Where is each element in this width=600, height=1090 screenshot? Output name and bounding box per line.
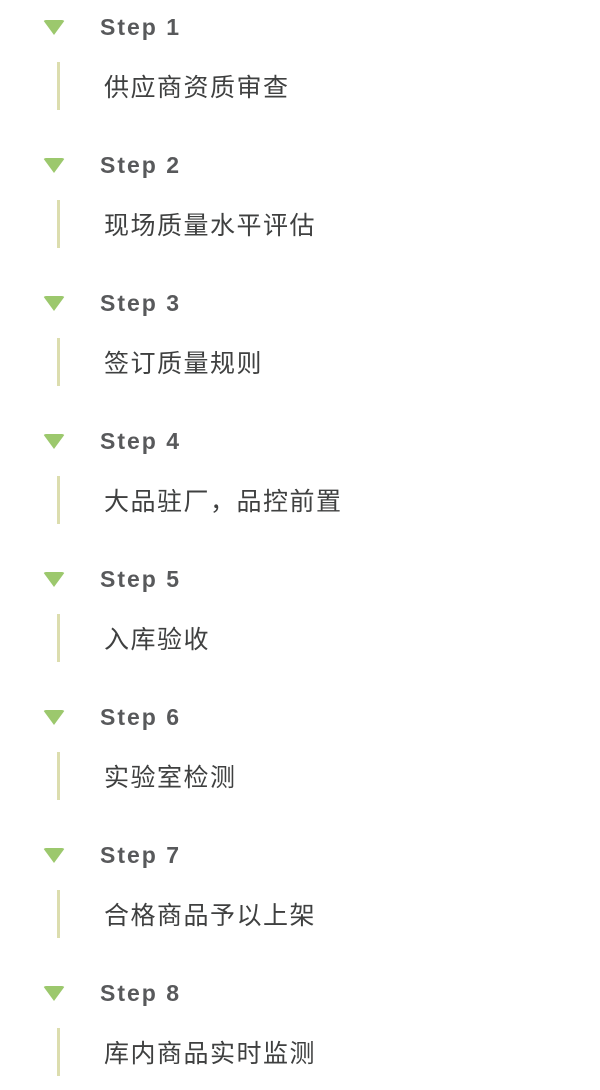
step-item: Step 5 入库验收 xyxy=(0,565,600,690)
step-description: 库内商品实时监测 xyxy=(104,1040,317,1068)
triangle-down-icon xyxy=(43,295,65,311)
step-body-row: 入库验收 xyxy=(0,610,600,666)
step-body-row: 实验室检测 xyxy=(0,748,600,804)
step-header-row: Step 5 xyxy=(0,565,600,592)
step-label: Step 6 xyxy=(100,703,182,730)
step-header-row: Step 8 xyxy=(0,979,600,1006)
step-item: Step 8 库内商品实时监测 xyxy=(0,979,600,1090)
step-header-row: Step 7 xyxy=(0,841,600,868)
step-header-row: Step 4 xyxy=(0,427,600,454)
step-label: Step 1 xyxy=(100,13,182,40)
step-connector-line xyxy=(57,752,60,800)
step-description: 签订质量规则 xyxy=(104,350,264,378)
step-description: 入库验收 xyxy=(104,626,211,654)
triangle-down-icon xyxy=(43,985,65,1001)
step-label: Step 8 xyxy=(100,979,182,1006)
step-description: 合格商品予以上架 xyxy=(104,902,317,930)
step-header-row: Step 2 xyxy=(0,151,600,178)
triangle-down-icon xyxy=(43,157,65,173)
step-label: Step 7 xyxy=(100,841,182,868)
step-description: 大品驻厂，品控前置 xyxy=(104,488,343,516)
step-label: Step 2 xyxy=(100,151,182,178)
step-item: Step 1 供应商资质审查 xyxy=(0,13,600,138)
step-connector-line xyxy=(57,200,60,248)
step-description: 现场质量水平评估 xyxy=(104,212,317,240)
triangle-down-icon xyxy=(43,433,65,449)
step-connector-line xyxy=(57,890,60,938)
step-body-row: 大品驻厂，品控前置 xyxy=(0,472,600,528)
step-connector-line xyxy=(57,62,60,110)
triangle-down-icon xyxy=(43,709,65,725)
step-connector-line xyxy=(57,614,60,662)
step-header-row: Step 6 xyxy=(0,703,600,730)
step-body-row: 库内商品实时监测 xyxy=(0,1024,600,1080)
step-description: 实验室检测 xyxy=(104,764,237,792)
triangle-down-icon xyxy=(43,847,65,863)
step-item: Step 7 合格商品予以上架 xyxy=(0,841,600,966)
step-item: Step 2 现场质量水平评估 xyxy=(0,151,600,276)
step-description: 供应商资质审查 xyxy=(104,74,290,102)
step-label: Step 4 xyxy=(100,427,182,454)
step-connector-line xyxy=(57,476,60,524)
step-label: Step 5 xyxy=(100,565,182,592)
step-body-row: 供应商资质审查 xyxy=(0,58,600,114)
step-header-row: Step 1 xyxy=(0,13,600,40)
step-label: Step 3 xyxy=(100,289,182,316)
step-connector-line xyxy=(57,338,60,386)
step-body-row: 签订质量规则 xyxy=(0,334,600,390)
step-body-row: 合格商品予以上架 xyxy=(0,886,600,942)
step-item: Step 6 实验室检测 xyxy=(0,703,600,828)
step-item: Step 3 签订质量规则 xyxy=(0,289,600,414)
step-body-row: 现场质量水平评估 xyxy=(0,196,600,252)
step-connector-line xyxy=(57,1028,60,1076)
triangle-down-icon xyxy=(43,571,65,587)
step-item: Step 4 大品驻厂，品控前置 xyxy=(0,427,600,552)
triangle-down-icon xyxy=(43,19,65,35)
step-header-row: Step 3 xyxy=(0,289,600,316)
